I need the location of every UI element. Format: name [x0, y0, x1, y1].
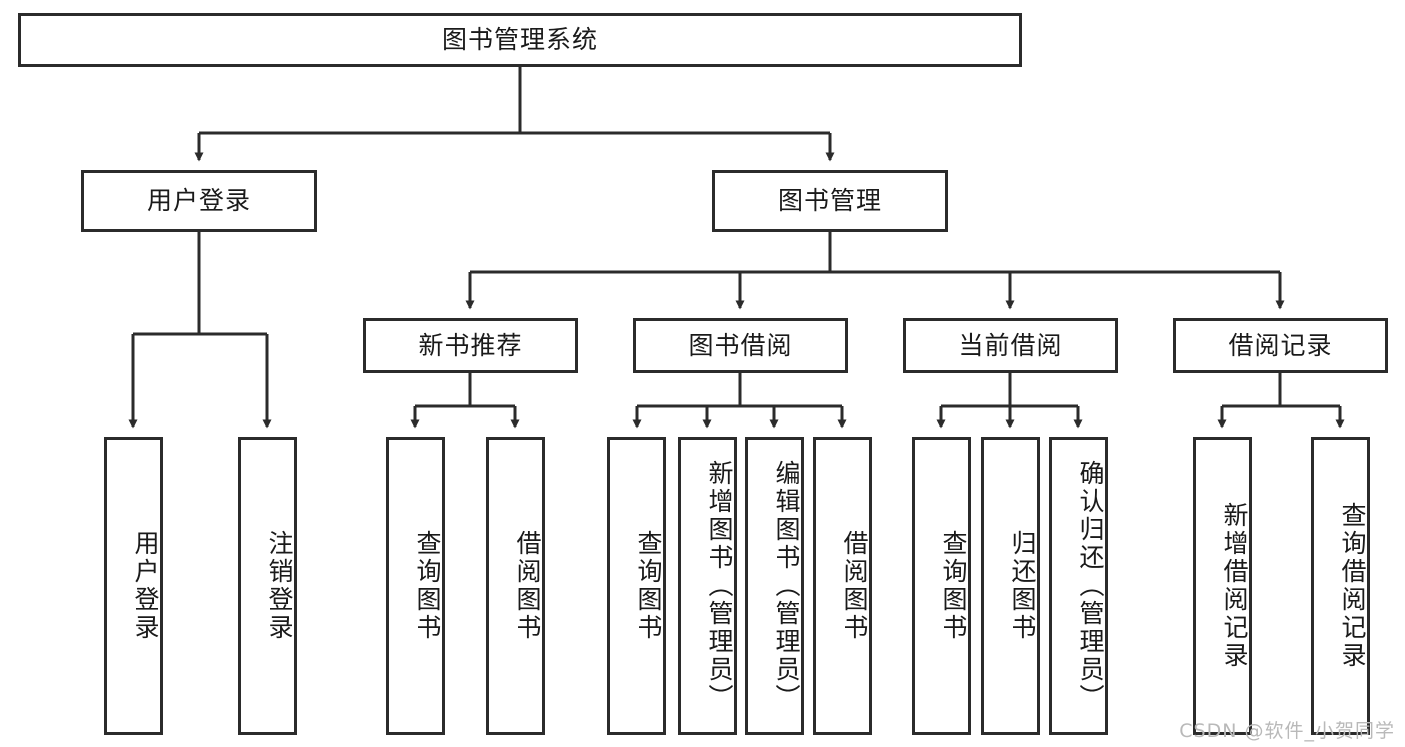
- node-label: 用户登录: [131, 530, 160, 642]
- node-label: 新增借阅记录: [1220, 502, 1249, 670]
- node-book-management[interactable]: 图书管理: [712, 170, 948, 232]
- leaf-user-login[interactable]: 用户登录: [104, 437, 163, 735]
- leaf-query-book-current[interactable]: 查询图书: [912, 437, 971, 735]
- leaf-borrow-book[interactable]: 借阅图书: [813, 437, 872, 735]
- leaf-confirm-return-admin[interactable]: 确认归还（管理员）: [1049, 437, 1108, 735]
- node-label: 归还图书: [1008, 530, 1037, 642]
- node-label: 查询图书: [939, 530, 968, 642]
- leaf-query-borrow-record[interactable]: 查询借阅记录: [1311, 437, 1370, 735]
- node-label: 查询图书: [634, 530, 663, 642]
- node-book-borrow[interactable]: 图书借阅: [633, 318, 848, 373]
- leaf-logout-login[interactable]: 注销登录: [238, 437, 297, 735]
- node-label: 注销登录: [265, 530, 294, 642]
- node-label: 图书借阅: [688, 330, 793, 360]
- node-label: 确认归还（管理员）: [1076, 460, 1105, 712]
- node-label: 借阅图书: [840, 530, 869, 642]
- node-label: 查询图书: [413, 530, 442, 642]
- node-user-login[interactable]: 用户登录: [81, 170, 317, 232]
- leaf-add-borrow-record[interactable]: 新增借阅记录: [1193, 437, 1252, 735]
- node-label: 图书管理: [777, 186, 882, 216]
- node-label: 新书推荐: [418, 330, 523, 360]
- node-label: 新增图书（管理员）: [705, 460, 734, 712]
- leaf-edit-book-admin[interactable]: 编辑图书（管理员）: [745, 437, 804, 735]
- leaf-query-book-borrow[interactable]: 查询图书: [607, 437, 666, 735]
- node-borrow-record[interactable]: 借阅记录: [1173, 318, 1388, 373]
- node-label: 编辑图书（管理员）: [772, 460, 801, 712]
- node-label: 当前借阅: [958, 330, 1063, 360]
- node-label: 借阅图书: [513, 530, 542, 642]
- node-label: 图书管理系统: [441, 25, 598, 55]
- node-label: 查询借阅记录: [1338, 502, 1367, 670]
- leaf-add-book-admin[interactable]: 新增图书（管理员）: [678, 437, 737, 735]
- node-root-system[interactable]: 图书管理系统: [18, 13, 1022, 67]
- node-label: 用户登录: [146, 186, 251, 216]
- leaf-borrow-book-newbook[interactable]: 借阅图书: [486, 437, 545, 735]
- node-current-borrow[interactable]: 当前借阅: [903, 318, 1118, 373]
- leaf-return-book[interactable]: 归还图书: [981, 437, 1040, 735]
- node-label: 借阅记录: [1228, 330, 1333, 360]
- leaf-query-book-newbook[interactable]: 查询图书: [386, 437, 445, 735]
- node-new-book-recommend[interactable]: 新书推荐: [363, 318, 578, 373]
